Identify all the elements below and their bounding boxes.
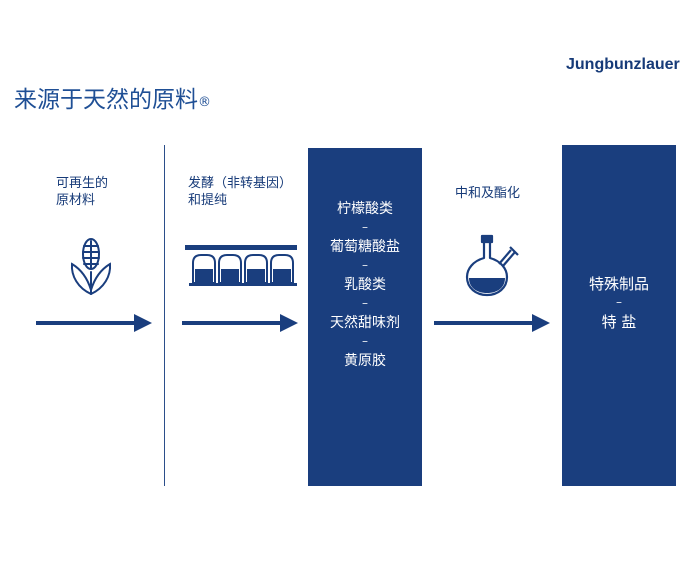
product-natural-sweeteners: 天然甜味剂 <box>330 315 400 331</box>
product-separator: – <box>362 220 368 234</box>
specialty-separator: – <box>616 295 622 309</box>
stage-label-line: 原材料 <box>56 193 96 208</box>
stage-label-raw-materials: 可再生的 原材料 <box>56 175 108 209</box>
stage-label-fermentation: 发酵（非转基因） 和提纯 <box>188 175 292 209</box>
stage-label-line: 发酵（非转基因） <box>188 176 293 191</box>
arrow-1 <box>36 314 152 332</box>
chemistry-flask-icon <box>465 234 519 297</box>
arrow-3 <box>434 314 550 332</box>
page-title: 来源于天然的原料® <box>14 80 211 114</box>
product-citric-acids: 柠檬酸类 <box>337 201 393 217</box>
fermentation-tanks-icon <box>185 245 297 286</box>
title-text: 来源于天然的原料 <box>14 87 198 113</box>
product-separator: – <box>362 334 368 348</box>
stage-label-line: 可再生的 <box>56 176 109 191</box>
specialties-box: 特殊制品 – 特 盐 <box>562 145 676 486</box>
stage-label-line: 中和及酯化 <box>455 186 521 201</box>
product-lactics: 乳酸类 <box>344 277 386 293</box>
product-separator: – <box>362 296 368 310</box>
products-box: 柠檬酸类 – 葡萄糖酸盐 – 乳酸类 – 天然甜味剂 – 黄原胶 <box>308 148 422 486</box>
registered-mark: ® <box>198 95 211 110</box>
specialty-special-products: 特殊制品 <box>588 275 649 293</box>
specialty-special-salts: 特 盐 <box>601 313 637 331</box>
brand-logo: Jungbunzlauer <box>566 56 680 73</box>
product-separator: – <box>362 258 368 272</box>
stage-label-neutralization: 中和及酯化 <box>455 185 520 202</box>
arrow-2 <box>182 314 298 332</box>
product-xanthan-gum: 黄原胶 <box>344 353 386 369</box>
product-gluconates: 葡萄糖酸盐 <box>330 239 400 255</box>
divider-line <box>164 145 165 486</box>
corn-plant-icon <box>70 238 112 295</box>
stage-label-line: 和提纯 <box>188 193 228 208</box>
